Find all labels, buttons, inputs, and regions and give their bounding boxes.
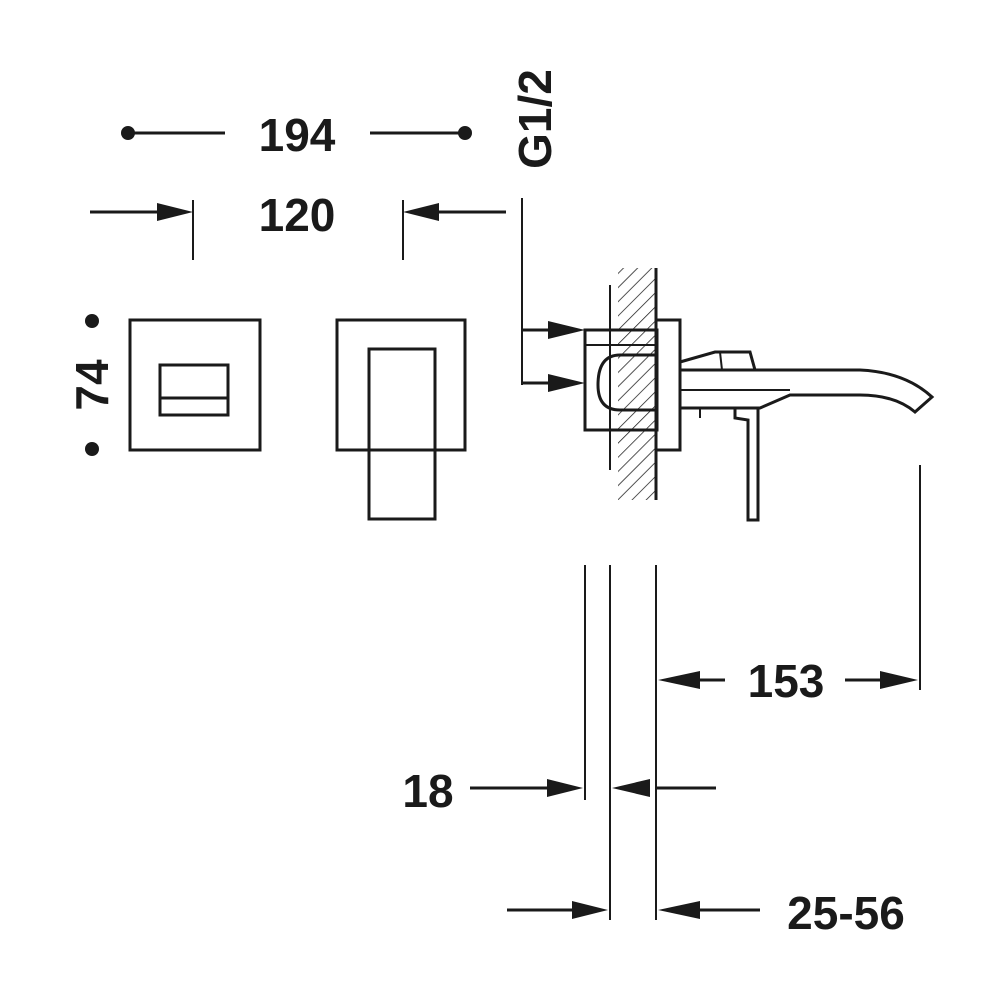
cover-plate — [654, 318, 682, 452]
side-view — [583, 268, 935, 522]
left-plate — [128, 318, 262, 452]
thread-arrow-bottom — [548, 374, 585, 392]
arrow-right — [880, 671, 918, 689]
lever-handle — [733, 406, 760, 522]
arrow-right — [547, 779, 583, 797]
wall-hatch — [618, 268, 656, 500]
dim-153-label: 153 — [748, 655, 825, 707]
dim-153: 153 — [655, 465, 921, 920]
mixer-handle — [367, 347, 437, 521]
right-plate — [335, 318, 467, 452]
dim-25-56: 25-56 — [507, 887, 905, 939]
dim-18-label: 18 — [402, 765, 453, 817]
lever-top — [679, 350, 757, 372]
arrow-left — [612, 779, 650, 797]
front-view-left-plate — [128, 318, 262, 452]
dim-74-label: 74 — [66, 359, 118, 411]
diverter-knob — [158, 363, 230, 417]
arrow-left — [658, 671, 700, 689]
spout — [680, 368, 935, 414]
thread-label: G1/2 — [509, 69, 561, 169]
cartridge — [596, 353, 657, 412]
dim-194: 194 — [121, 109, 472, 161]
dim-18: 18 — [402, 565, 716, 920]
arrow-left — [658, 901, 700, 919]
dim-dot-right — [458, 126, 472, 140]
dim-120-label: 120 — [259, 189, 336, 241]
lever-joint — [719, 351, 723, 371]
dim-thread: G1/2 — [509, 69, 585, 392]
dim-74: 74 — [66, 314, 118, 456]
dim-dot-bottom — [85, 442, 99, 456]
dim-25-56-label: 25-56 — [787, 887, 905, 939]
thread-arrow-top — [548, 321, 585, 339]
arrow-left — [403, 203, 439, 221]
dim-194-label: 194 — [259, 109, 336, 161]
front-view-right-plate — [335, 318, 467, 521]
arrow-right — [157, 203, 193, 221]
dim-dot-top — [85, 314, 99, 328]
arrow-right — [572, 901, 608, 919]
dim-120: 120 — [90, 189, 506, 260]
